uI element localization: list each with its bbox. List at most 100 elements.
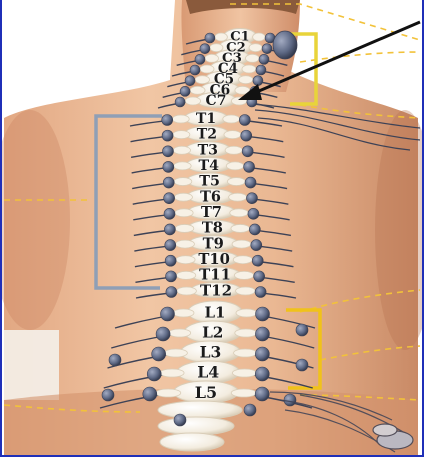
ganglion-icon — [163, 161, 174, 172]
ganglion-icon — [259, 54, 269, 64]
transverse-process — [238, 76, 252, 84]
transverse-process — [235, 329, 257, 337]
transverse-process — [200, 65, 214, 73]
vertebra-label-l2: L2 — [202, 323, 223, 341]
ganglion-icon — [246, 193, 257, 204]
transverse-process — [176, 240, 195, 248]
vertebra-label-t8: T8 — [202, 220, 223, 237]
transverse-process — [177, 287, 197, 295]
transverse-process — [234, 271, 253, 279]
ganglion-icon — [166, 271, 177, 282]
ganglion-icon — [147, 367, 161, 381]
transverse-process — [173, 309, 194, 317]
ganglion-icon — [164, 208, 175, 219]
transverse-process — [227, 178, 245, 186]
transverse-process — [173, 131, 190, 139]
ganglion-icon — [256, 307, 270, 321]
transverse-process — [232, 240, 251, 248]
ganglion-icon — [284, 394, 296, 406]
vertebra-label-t5: T5 — [199, 174, 220, 190]
transverse-process — [174, 193, 192, 201]
transverse-process — [205, 54, 219, 62]
transverse-process — [246, 54, 260, 62]
cloth-band — [4, 330, 59, 400]
transverse-process — [230, 209, 248, 217]
transverse-process — [169, 329, 191, 337]
transverse-process — [174, 178, 192, 186]
ganglion-icon — [296, 324, 308, 336]
ganglion-icon — [296, 359, 308, 371]
vertebra-label-t6: T6 — [200, 188, 221, 205]
ganglion-icon — [164, 193, 175, 204]
transverse-process — [190, 86, 205, 94]
vertebra-label-t3: T3 — [198, 142, 218, 158]
transverse-process — [229, 193, 247, 201]
transverse-process — [172, 115, 189, 123]
ganglion-icon — [255, 347, 269, 361]
ganglion-icon — [166, 287, 177, 298]
ganglion-icon — [175, 97, 185, 107]
ganglion-icon — [164, 224, 175, 235]
ganglion-icon — [163, 177, 174, 188]
ganglion-icon — [165, 240, 176, 251]
ganglion-icon — [152, 347, 166, 361]
ganglion-icon — [273, 31, 297, 59]
transverse-process — [225, 146, 242, 154]
ganglion-icon — [244, 404, 256, 416]
transverse-process — [185, 97, 200, 105]
vertebra-label-c7: C7 — [206, 93, 227, 109]
ganglion-icon — [165, 255, 176, 266]
transverse-process — [223, 115, 240, 123]
ganglion-icon — [254, 271, 265, 282]
ganglion-icon — [256, 65, 266, 75]
ganglion-icon — [244, 161, 255, 172]
ganglion-icon — [156, 327, 170, 341]
transverse-process — [173, 146, 190, 154]
ganglion-icon — [162, 146, 173, 157]
transverse-process — [176, 271, 195, 279]
ganglion-icon — [161, 307, 175, 321]
vertebra-label-t12: T12 — [200, 281, 232, 299]
transverse-process — [156, 389, 181, 397]
vertebra-label-l5: L5 — [195, 383, 217, 402]
ganglion-icon — [180, 86, 190, 96]
transverse-process — [174, 162, 192, 170]
vertebra-label-t7: T7 — [201, 204, 222, 221]
vertebra-label-t4: T4 — [198, 158, 219, 174]
transverse-process — [236, 287, 256, 295]
ganglion-icon — [255, 327, 269, 341]
transverse-process — [231, 389, 256, 397]
ganglion-icon — [252, 255, 263, 266]
transverse-process — [226, 162, 244, 170]
transverse-process — [234, 349, 257, 357]
vertebra-label-l4: L4 — [197, 363, 219, 382]
transverse-process — [195, 76, 209, 84]
vertebra-label-t2: T2 — [197, 127, 217, 143]
sacral-bone — [158, 401, 242, 419]
ganglion-icon — [200, 44, 210, 54]
vertebra-label-l1: L1 — [205, 303, 226, 321]
vertebra-label-t1: T1 — [196, 111, 216, 127]
transverse-process — [210, 44, 223, 52]
transverse-process — [231, 224, 250, 232]
ganglion-icon — [242, 146, 253, 157]
ganglion-icon — [241, 130, 252, 141]
transverse-process — [175, 224, 194, 232]
transverse-process — [224, 131, 241, 139]
ganglion-icon — [262, 44, 272, 54]
ganglion-icon — [190, 65, 200, 75]
ganglion-icon — [143, 387, 157, 401]
transverse-process — [242, 65, 256, 73]
transverse-process — [249, 44, 262, 52]
transverse-process — [232, 369, 256, 377]
transverse-process — [233, 256, 252, 264]
ganglion-icon — [245, 177, 256, 188]
transverse-process — [160, 369, 184, 377]
ganglion-icon — [255, 287, 266, 298]
ganglion-icon — [102, 389, 114, 401]
ganglion-icon — [239, 115, 250, 126]
ganglion-icon — [255, 387, 269, 401]
ganglion-icon — [255, 367, 269, 381]
ganglion-icon — [174, 414, 186, 426]
ganglion-icon — [109, 354, 121, 366]
